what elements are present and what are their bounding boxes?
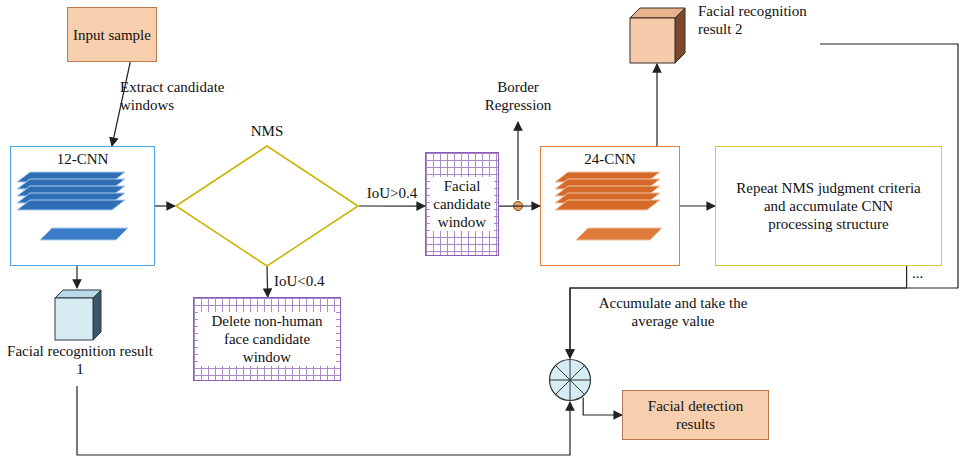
edge-label: Extract candidate windows xyxy=(120,78,232,114)
result-node: Facial recognition result 2 xyxy=(630,2,820,64)
node-text: Accumulate and take the average value xyxy=(588,294,758,330)
node-text: Facial candidate window xyxy=(430,177,494,231)
annotation: Border Regression xyxy=(474,78,562,114)
node-text: Repeat NMS judgment criteria and accumul… xyxy=(734,179,923,233)
node-text: NMS xyxy=(175,122,359,140)
connector xyxy=(499,205,540,206)
node-text: 24-CNN xyxy=(584,150,636,168)
connector xyxy=(155,205,175,206)
connector xyxy=(266,266,268,297)
connector xyxy=(583,398,622,415)
decision-diamond: NMS xyxy=(175,122,359,266)
output-box: Facial detection results xyxy=(622,390,769,440)
ellipsis: ... xyxy=(912,264,942,282)
border-regression-arrow xyxy=(514,122,523,211)
connector xyxy=(570,266,907,358)
diamond-shape xyxy=(176,146,358,266)
sum-symbol xyxy=(548,358,592,402)
connector xyxy=(76,266,77,288)
node-text: 12-CNN xyxy=(57,150,109,168)
node-text: Facial detection results xyxy=(627,397,764,433)
edge-label: IoU<0.4 xyxy=(274,272,344,290)
connector xyxy=(359,205,425,206)
diamond-outline xyxy=(175,145,359,267)
edge-label: IoU>0.4 xyxy=(361,184,423,202)
node-text: Facial recognition result 2 xyxy=(698,2,820,38)
node-text: Facial recognition result 1 xyxy=(5,342,155,378)
process-box: Repeat NMS judgment criteria and accumul… xyxy=(715,146,942,266)
cnn-layers xyxy=(555,172,662,240)
connector xyxy=(656,64,657,146)
delete-box: Delete non-human face candidate window xyxy=(193,297,341,381)
connector xyxy=(570,44,958,358)
connector xyxy=(680,205,715,206)
result-node: Facial recognition result 1 xyxy=(5,288,155,386)
result-cube xyxy=(630,8,685,63)
cnn-box: 24-CNN xyxy=(540,146,680,266)
result-cube xyxy=(55,290,101,340)
connector xyxy=(77,386,570,455)
cnn-box: 12-CNN xyxy=(10,146,155,266)
cnn-layers xyxy=(17,172,128,240)
sum-circle: Accumulate and take the average value xyxy=(548,358,592,402)
node-text: Input sample xyxy=(73,26,151,44)
node-text: Delete non-human face candidate window xyxy=(198,312,336,366)
candidate-box: Facial candidate window xyxy=(425,152,499,256)
input-box: Input sample xyxy=(67,7,157,62)
